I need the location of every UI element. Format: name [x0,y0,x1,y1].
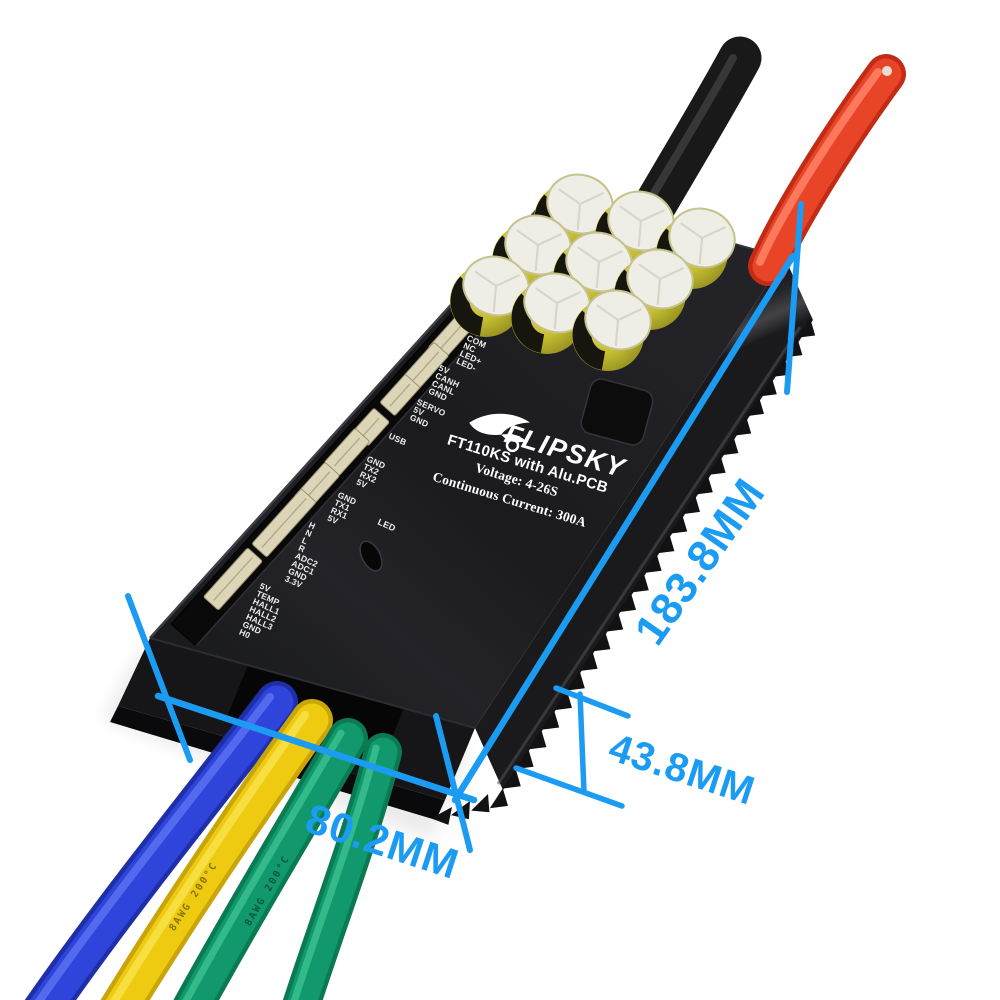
power-cable-red [748,54,906,286]
capacitor-bank [450,173,736,371]
phase-wire-blue [24,681,298,1000]
red-cable-tip [882,66,892,76]
port-line: R [297,543,307,555]
status-led [359,540,383,572]
heatsink-glint [496,326,802,785]
dimension-height [513,685,631,809]
phase-wires: 8AWG 200°C 8AWG 200°C [24,681,402,1000]
phase-wire-green-2 [282,733,402,1000]
edge-near-fold [149,637,476,729]
height-stem [577,691,587,795]
capacitor [572,289,652,371]
port-labels: COM NC LED+ LED- 5V CANH CANL GND SERVO … [238,333,488,641]
cover-pad [580,378,654,446]
dimension-annotations [125,201,804,853]
port-line: 5V [326,513,340,527]
length-main-line [451,252,797,804]
width-main-line [154,692,478,804]
port-line: 5V [258,581,272,595]
port-connector-servo [380,374,420,416]
height-tick-top [553,685,631,719]
dimension-length [433,201,804,853]
length-extension-top [784,201,804,395]
dimension-width [125,593,478,804]
phase-wire-green-1 [173,718,368,1000]
port-line: H0 [238,627,252,641]
port-line: N [304,527,314,539]
port-line: 5V [437,363,451,377]
flipsky-logo-icon [469,413,530,453]
length-extension-bottom [433,713,473,853]
port-label-can: 5V CANH CANL GND [427,363,461,403]
height-tick-bottom [513,765,625,809]
port-label-hall: 5V TEMP HALL1 HALL2 HALL3 GND H0 [238,581,282,641]
port-line: 5V [412,404,426,418]
slot-highlight [195,330,482,647]
port-label-uart2: GND TX2 RX2 5V [355,454,387,491]
port-connector-hall [203,548,263,610]
phase-wire-yellow [100,699,333,1000]
height-dimension-text: 43.8MM [604,725,761,813]
port-connector-adc [252,489,316,557]
capacitor [450,255,530,337]
capacitor [511,272,591,354]
port-line: NC [462,340,478,354]
width-extension-left [125,593,193,763]
port-line: 5V [355,477,369,491]
esc-heatsink-side [475,258,813,790]
port-line: H [307,520,317,532]
port-line: L [300,535,309,546]
